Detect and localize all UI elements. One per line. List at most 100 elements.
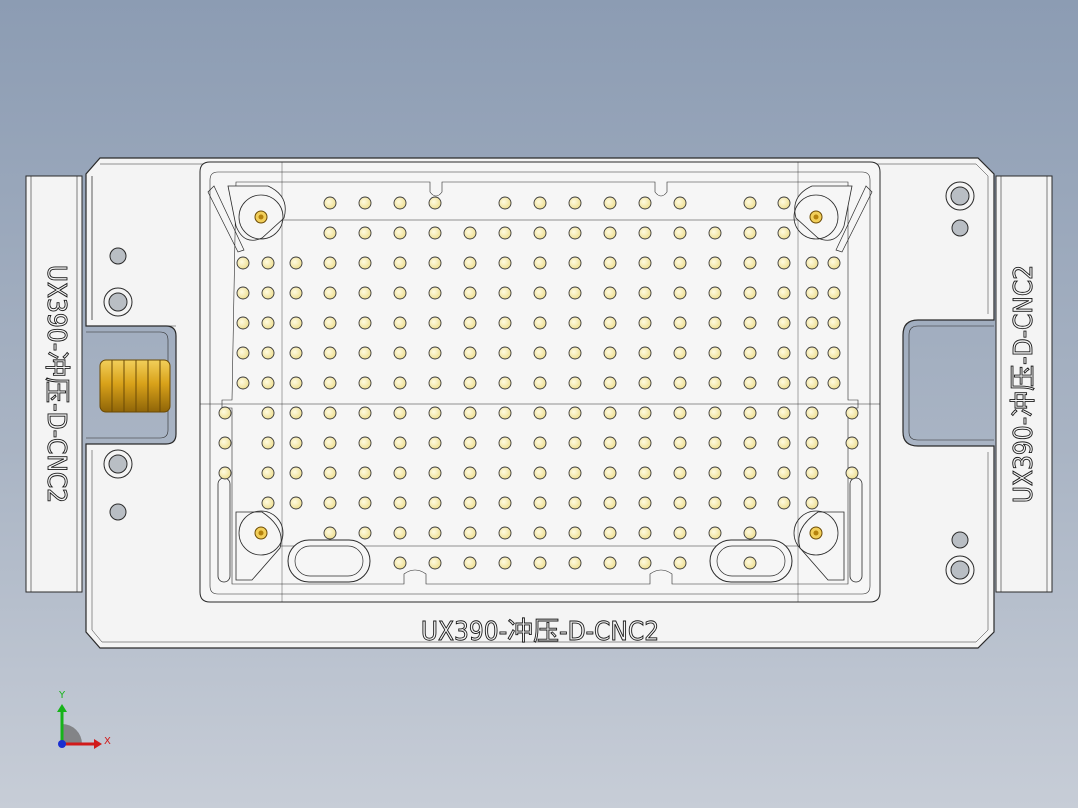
support-pin xyxy=(743,466,757,480)
support-pin xyxy=(638,346,652,360)
support-pin xyxy=(393,196,407,210)
support-pin xyxy=(708,526,722,540)
support-pin xyxy=(777,466,791,480)
support-pin xyxy=(638,376,652,390)
support-pin xyxy=(393,526,407,540)
support-pin xyxy=(261,286,275,300)
support-pin xyxy=(289,316,303,330)
support-pin xyxy=(673,406,687,420)
support-pin xyxy=(603,376,617,390)
support-pin xyxy=(743,556,757,570)
support-pin xyxy=(708,316,722,330)
support-pin xyxy=(777,436,791,450)
support-pin xyxy=(236,316,250,330)
support-pin xyxy=(289,496,303,510)
support-pin xyxy=(638,436,652,450)
support-pin xyxy=(603,556,617,570)
support-pin xyxy=(743,286,757,300)
right-clamp-block xyxy=(995,175,1053,593)
support-pin xyxy=(638,496,652,510)
plate-hole xyxy=(109,503,127,521)
support-pin xyxy=(805,496,819,510)
support-pin xyxy=(498,316,512,330)
part-label-left: UX390-冲压-D-CNC2 xyxy=(41,265,71,503)
support-pin xyxy=(323,196,337,210)
support-pin xyxy=(323,256,337,270)
support-pin xyxy=(568,406,582,420)
support-pin xyxy=(777,496,791,510)
support-pin xyxy=(845,436,859,450)
support-pin xyxy=(673,466,687,480)
support-pin xyxy=(673,196,687,210)
support-pin xyxy=(743,256,757,270)
support-pin xyxy=(323,436,337,450)
support-pin xyxy=(236,256,250,270)
plate-hole xyxy=(109,247,127,265)
support-pin xyxy=(603,496,617,510)
support-pin xyxy=(358,436,372,450)
support-pin xyxy=(358,466,372,480)
support-pin-grid xyxy=(218,196,859,570)
support-pin xyxy=(805,256,819,270)
support-pin xyxy=(568,556,582,570)
support-pin xyxy=(428,376,442,390)
support-pin xyxy=(323,466,337,480)
support-pin xyxy=(638,556,652,570)
support-pin xyxy=(261,406,275,420)
support-pin xyxy=(261,376,275,390)
locating-pin-core xyxy=(258,530,264,536)
support-pin xyxy=(777,376,791,390)
support-pin xyxy=(289,256,303,270)
support-pin xyxy=(533,226,547,240)
support-pin xyxy=(289,286,303,300)
support-pin xyxy=(568,526,582,540)
support-pin xyxy=(568,196,582,210)
support-pin xyxy=(827,316,841,330)
support-pin xyxy=(428,316,442,330)
support-pin xyxy=(603,256,617,270)
right-notch xyxy=(908,325,994,441)
part-label-bottom: UX390-冲压-D-CNC2 xyxy=(421,617,659,647)
support-pin xyxy=(428,496,442,510)
support-pin xyxy=(218,436,232,450)
support-pin xyxy=(673,316,687,330)
support-pin xyxy=(805,436,819,450)
support-pin xyxy=(261,496,275,510)
support-pin xyxy=(428,526,442,540)
plate-hole xyxy=(951,219,969,237)
support-pin xyxy=(323,286,337,300)
support-pin xyxy=(358,286,372,300)
support-pin xyxy=(777,196,791,210)
support-pin xyxy=(358,196,372,210)
support-pin xyxy=(533,496,547,510)
support-pin xyxy=(428,436,442,450)
support-pin xyxy=(393,226,407,240)
support-pin xyxy=(261,436,275,450)
support-pin xyxy=(323,406,337,420)
support-pin xyxy=(603,466,617,480)
support-pin xyxy=(358,406,372,420)
support-pin xyxy=(358,496,372,510)
support-pin xyxy=(743,526,757,540)
support-pin xyxy=(568,316,582,330)
support-pin xyxy=(638,406,652,420)
brass-fitting xyxy=(99,359,171,413)
support-pin xyxy=(805,406,819,420)
support-pin xyxy=(498,286,512,300)
locating-pins xyxy=(238,194,839,556)
support-pin xyxy=(743,496,757,510)
support-pin xyxy=(218,406,232,420)
support-pin xyxy=(708,406,722,420)
support-pin xyxy=(777,256,791,270)
support-pin xyxy=(777,346,791,360)
support-pin xyxy=(428,346,442,360)
axis-triad-icon: X Y xyxy=(57,690,111,749)
support-pin xyxy=(218,466,232,480)
support-pin xyxy=(428,256,442,270)
support-pin xyxy=(568,376,582,390)
support-pin xyxy=(289,406,303,420)
support-pin xyxy=(463,226,477,240)
support-pin xyxy=(393,256,407,270)
